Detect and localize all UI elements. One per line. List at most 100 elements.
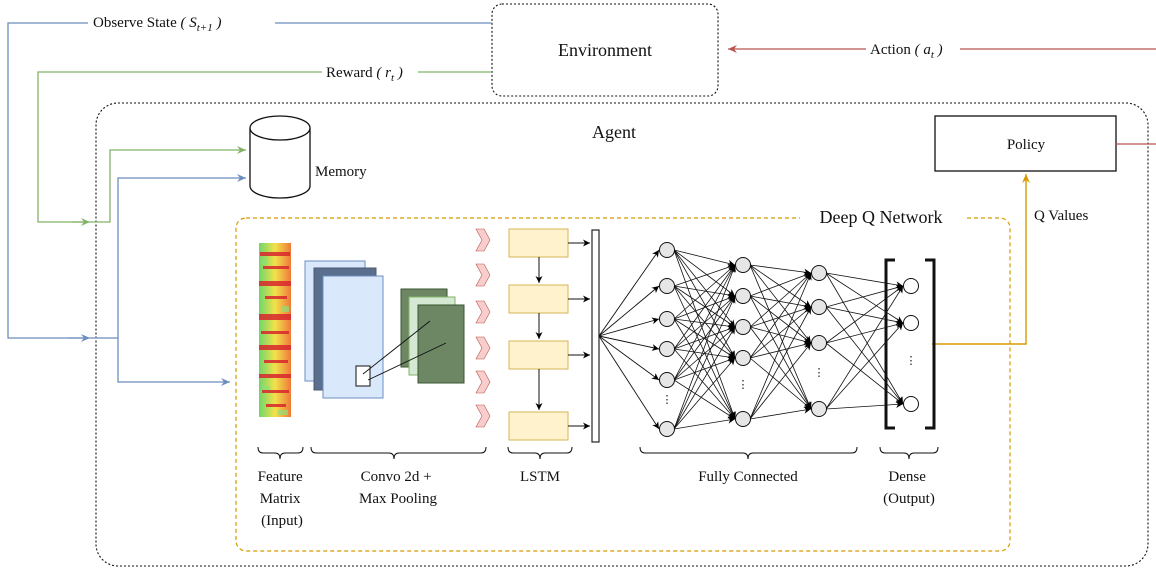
fc-edge bbox=[825, 342, 904, 405]
fc-edge bbox=[825, 272, 904, 324]
fc-edge bbox=[673, 264, 736, 320]
fc-edge bbox=[598, 317, 660, 337]
fc-edge bbox=[749, 406, 812, 420]
fc-edge bbox=[825, 306, 904, 405]
lstm-cells bbox=[508, 228, 569, 441]
fc-edge bbox=[825, 285, 904, 344]
fc-edge bbox=[825, 306, 904, 326]
observe-state-line bbox=[7, 22, 492, 339]
agent-label: Agent bbox=[592, 122, 636, 142]
fc-edge bbox=[673, 285, 736, 299]
output-node bbox=[903, 278, 919, 294]
fc-edge bbox=[749, 326, 812, 345]
q-values-label: Q Values bbox=[1034, 208, 1088, 224]
fc-edge bbox=[749, 306, 812, 420]
stage-label-fully-connected: Fully Connected bbox=[698, 469, 798, 485]
fc-edge bbox=[673, 264, 736, 350]
fc-edge bbox=[749, 264, 812, 276]
ellipsis-dots: ⋮ bbox=[738, 379, 749, 391]
fc-edge bbox=[749, 295, 812, 310]
action-label: Action ( at ) bbox=[870, 42, 943, 61]
fc-node bbox=[659, 341, 675, 357]
fc-edge bbox=[673, 264, 736, 381]
fc-edge bbox=[749, 341, 812, 359]
fc-edge bbox=[598, 249, 660, 337]
fc-edge bbox=[673, 357, 736, 381]
pooling-layers bbox=[400, 288, 465, 384]
fc-edge bbox=[673, 249, 736, 267]
fc-edge bbox=[749, 272, 812, 328]
fc-edge bbox=[673, 357, 736, 430]
fc-edge bbox=[673, 263, 736, 287]
fc-edge bbox=[673, 249, 736, 328]
fc-edge bbox=[673, 249, 736, 359]
memory-label: Memory bbox=[315, 164, 367, 180]
policy-label: Policy bbox=[1007, 137, 1046, 153]
environment-label: Environment bbox=[558, 40, 652, 60]
fc-edge bbox=[749, 305, 812, 328]
fc-edge bbox=[673, 295, 736, 381]
fc-edge bbox=[673, 326, 736, 430]
fc-edge bbox=[673, 295, 736, 430]
fc-node bbox=[735, 257, 751, 273]
observe-to-memory-arrow bbox=[90, 174, 246, 339]
fc-edge bbox=[673, 379, 736, 420]
dqn-label: Deep Q Network bbox=[820, 207, 943, 227]
output-node bbox=[903, 315, 919, 331]
fc-node bbox=[735, 350, 751, 366]
dense-bracket-right bbox=[925, 258, 936, 430]
fc-node bbox=[659, 421, 675, 437]
reward-to-memory-arrow bbox=[90, 146, 246, 223]
lstm-output-bar bbox=[591, 229, 600, 443]
lstm-arrows bbox=[535, 239, 590, 430]
ellipsis-dots: ⋮ bbox=[814, 367, 825, 379]
fc-edge bbox=[749, 272, 812, 297]
fc-node bbox=[735, 411, 751, 427]
fc-edge bbox=[749, 272, 812, 359]
ellipsis-dots: ⋮ bbox=[906, 355, 917, 367]
fc-node bbox=[735, 288, 751, 304]
fc-edge bbox=[598, 335, 660, 351]
fc-node bbox=[659, 278, 675, 294]
fc-edge bbox=[749, 306, 812, 359]
fc-edge bbox=[749, 326, 812, 410]
fc-edge bbox=[825, 321, 904, 344]
feature-matrix bbox=[259, 243, 291, 417]
fc-node bbox=[659, 372, 675, 388]
memory-cylinder bbox=[249, 115, 311, 199]
fc-edge bbox=[598, 335, 660, 381]
stage-braces bbox=[257, 446, 939, 460]
fc-node bbox=[735, 319, 751, 335]
fc-edge bbox=[673, 326, 736, 381]
fc-edges bbox=[598, 249, 904, 430]
policy-box bbox=[934, 115, 1117, 172]
reward-line bbox=[37, 71, 492, 223]
fc-edge bbox=[749, 295, 812, 344]
conv-layers bbox=[304, 260, 384, 399]
flatten-chevrons bbox=[475, 228, 491, 428]
fc-edge bbox=[825, 322, 904, 410]
fc-edge bbox=[825, 400, 904, 410]
fc-nodes: ⋮⋮⋮⋮ bbox=[659, 242, 919, 437]
fc-edge bbox=[825, 285, 904, 410]
fc-edge bbox=[673, 249, 736, 420]
fc-edge bbox=[749, 272, 812, 420]
output-node bbox=[903, 396, 919, 412]
fc-edge bbox=[598, 335, 660, 430]
fc-edge bbox=[749, 264, 812, 308]
conv-kernel-lines bbox=[362, 320, 447, 381]
fc-edge bbox=[749, 295, 812, 410]
fc-edge bbox=[598, 285, 660, 337]
fc-edge bbox=[749, 342, 812, 420]
fc-edge bbox=[673, 249, 736, 297]
stage-label-lstm: LSTM bbox=[520, 469, 560, 485]
q-values-line bbox=[932, 174, 1030, 345]
reward-label: Reward ( rt ) bbox=[326, 65, 403, 84]
fc-edge bbox=[825, 272, 904, 405]
fc-edge bbox=[749, 264, 812, 344]
fc-edge bbox=[825, 284, 904, 308]
fc-node bbox=[659, 311, 675, 327]
stage-label-dense: Dense (Output) bbox=[883, 469, 935, 507]
fc-edge bbox=[825, 272, 904, 289]
